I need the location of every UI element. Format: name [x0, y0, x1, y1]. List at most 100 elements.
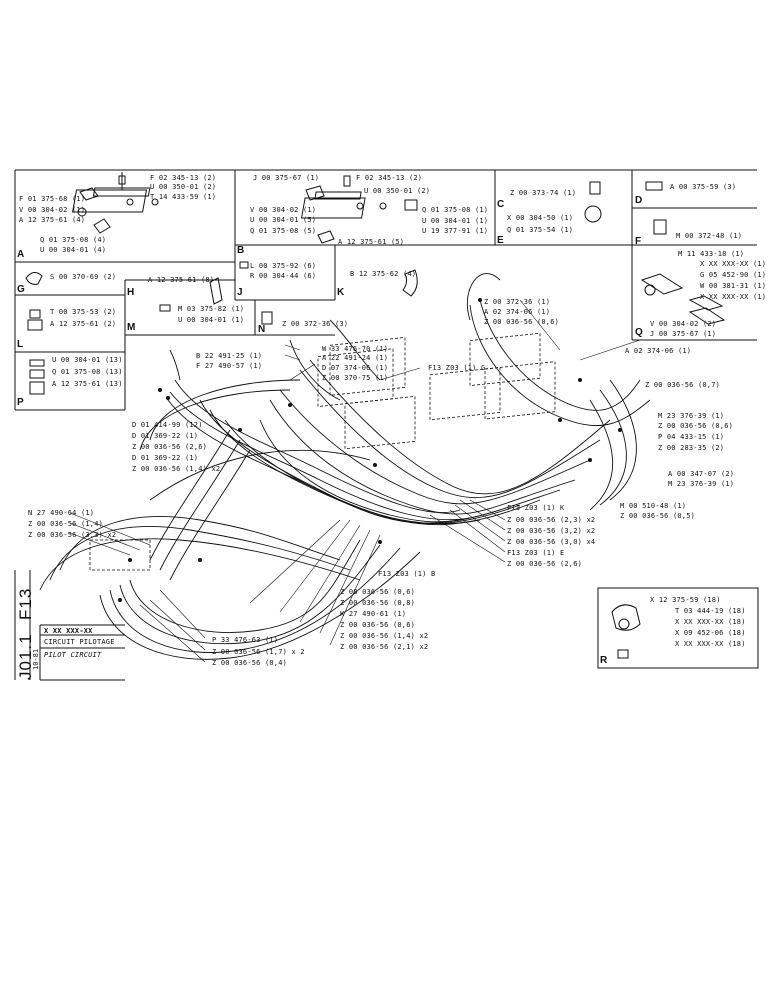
callout-label: Z 00 036-56 (1,7) x 2 [212, 648, 305, 656]
part-label: X XX XXX-XX (1) [700, 260, 767, 268]
callout-label: A 22 491-24 (1) [322, 354, 389, 362]
part-label: X XX XXX-XX (18) [675, 640, 746, 648]
part-label: S 00 370-69 (2) [50, 273, 117, 281]
callout-label: P 33 476-63 (1) [212, 636, 279, 644]
part-label: A 12 375-61 (5) [338, 238, 405, 246]
callout-label: D 01 369-22 (1) [132, 432, 199, 440]
part-label: Q 01 375-08 (1) [422, 206, 489, 214]
part-label: Z 00 372-36 (3) [282, 320, 349, 328]
part-label: X 09 452-06 (18) [675, 629, 746, 637]
box-a-letter: A [17, 249, 25, 260]
callout-label: Z 00 036-56 (2,3) x2 [507, 516, 596, 524]
part-label: X 12 375-59 (18) [650, 596, 721, 604]
box-j-letter: J [237, 287, 243, 298]
box-h-letter: H [127, 287, 135, 298]
part-label: A 12 375-61 (4) [19, 216, 86, 224]
callout-label: P 04 433-15 (1) [658, 433, 725, 441]
callout-label: Z 00 036-56 (2,6) [507, 560, 583, 568]
part-label: X 00 304-50 (1) [507, 214, 574, 222]
callout-label: M 23 376-39 (1) [668, 480, 735, 488]
part-label: U 19 377-91 (1) [422, 227, 489, 235]
callout-label: Z 00 036-56 (0,4) [212, 659, 288, 667]
part-label: A 12 375-61 (2) [50, 320, 117, 328]
part-label: F 02 345-13 (2) [356, 174, 423, 182]
part-label: J 00 375-67 (1) [253, 174, 320, 182]
box-c-letter: C [497, 199, 505, 210]
callout-label: D 07 374-06 (1) [322, 364, 389, 372]
callout-label: Z 00 036-56 (0,6) [340, 621, 416, 629]
callout-label: Z 00 036-56 (0,6) [658, 422, 734, 430]
callout-label: Z 00 036-56 (0,7) [645, 381, 721, 389]
callout-label: Z 00 036-56 (0,5) [620, 512, 696, 520]
part-label: J 00 375-67 (1) [650, 330, 717, 338]
part-label: V 00 304-02 (1) [250, 206, 317, 214]
callout-label: D 01 369-22 (1) [132, 454, 199, 462]
part-label: B 12 375-62 (4) [350, 270, 417, 278]
box-g-letter: G [17, 284, 25, 295]
part-label: Z 00 373-74 (1) [510, 189, 577, 197]
box-e-letter: E [497, 235, 504, 246]
callout-label: Z 00 036-56 (0,6) [484, 318, 560, 326]
callout-label: F 27 490-57 (1) [196, 362, 263, 370]
ref-label: F13 Z03 (1) E [507, 549, 565, 557]
callout-label: Z 00 283-35 (2) [658, 444, 725, 452]
callout-label: Z 00 036-56 (0,6) [340, 588, 416, 596]
ref-label: F13 Z03 (1) B [378, 570, 436, 578]
callout-label: A 00 347-07 (2) [668, 470, 735, 478]
part-label: F 01 375-68 (1) [19, 195, 86, 203]
part-label: X XX XXX-XX (18) [675, 618, 746, 626]
title-en: PILOT CIRCUIT [44, 651, 102, 659]
part-label: F 02 345-13 (2) [150, 174, 217, 182]
ref-label: F13 Z03 (1) K [507, 504, 565, 512]
box-l-letter: L [17, 339, 24, 350]
callout-label: Z 00 036-56 (0,8) [340, 599, 416, 607]
callout-label: Z 00 036-56 (1,4) x2 [340, 632, 429, 640]
box-k-letter: K [337, 287, 345, 298]
callout-label: M 23 376-39 (1) [658, 412, 725, 420]
callout-label: Z 00 036-56 (3,0) x4 [507, 538, 596, 546]
part-label: T 03 444-19 (18) [675, 607, 746, 615]
revision-date: 10-81 [32, 648, 40, 670]
callout-label: M 00 510-48 (1) [620, 502, 687, 510]
part-label: U 00 304-01 (1) [422, 217, 489, 225]
callout-label: A 02 374-06 (1) [484, 308, 551, 316]
box-m-letter: M [127, 322, 136, 333]
callout-label: Z 00 372-36 (1) [484, 298, 551, 306]
callout-label: Z 00 036-56 (1,4) x2 [132, 465, 221, 473]
callout-label: A 02 374-06 (1) [625, 347, 692, 355]
callout-label: Z 00 036-56 (3,2) x2 [507, 527, 596, 535]
part-label: T 00 375-53 (2) [50, 308, 117, 316]
callout-label: B 22 491-25 (1) [196, 352, 263, 360]
part-label: A 00 375-59 (3) [670, 183, 737, 191]
callout-label: Z 00 036-56 (2,6) [132, 443, 208, 451]
box-n-letter: N [258, 324, 266, 335]
part-label: L 00 375-92 (6) [250, 262, 317, 270]
part-label: Q 01 375-08 (5) [250, 227, 317, 235]
box-b-letter: B [237, 245, 245, 256]
part-label: T 14 433-59 (1) [150, 193, 217, 201]
part-label: U 00 350-01 (2) [150, 183, 217, 191]
part-label: U 00 304-01 (4) [40, 246, 107, 254]
callout-label: Z 00 036-56 (2,1) x2 [340, 643, 429, 651]
box-d-letter: D [635, 195, 643, 206]
part-label: Q 01 375-54 (1) [507, 226, 574, 234]
callout-label: Z 00 370-75 (1) [322, 374, 389, 382]
part-label: U 00 304-01 (5) [250, 216, 317, 224]
part-label: U 00 350-01 (2) [364, 187, 431, 195]
title-fr: CIRCUIT PILOTAGE [44, 638, 115, 646]
callout-label: N 27 490-64 (1) [28, 509, 95, 517]
part-label: Q 01 375-08 (4) [40, 236, 107, 244]
part-label: U 00 304-01 (1) [178, 316, 245, 324]
box-p-letter: P [17, 397, 24, 408]
callout-label: K 27 490-61 (1) [340, 610, 407, 618]
callout-label: Z 00 036-56 (3,3) x2 [28, 531, 117, 539]
page-id-a: F13 [16, 587, 35, 620]
part-label: M 00 372-48 (1) [676, 232, 743, 240]
part-label: A 12 375-61 (13) [52, 380, 123, 388]
part-label: G 05 452-90 (1) [700, 271, 767, 279]
part-label: Q 01 375-08 (13) [52, 368, 123, 376]
part-label: U 00 304-01 (13) [52, 356, 123, 364]
part-label: R 00 304-44 (6) [250, 272, 317, 280]
title-code: X XX XXX-XX [44, 627, 93, 635]
